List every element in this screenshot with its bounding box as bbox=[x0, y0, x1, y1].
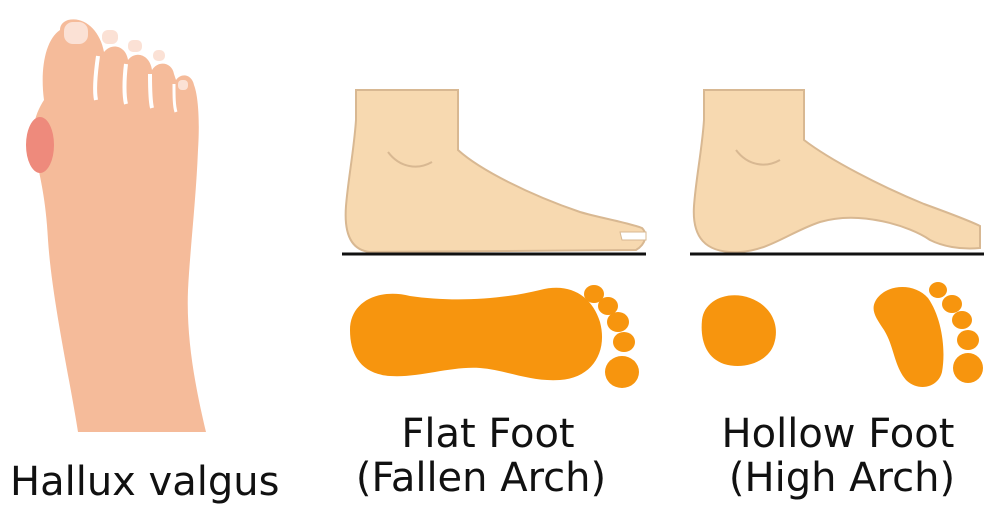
toe-nail bbox=[102, 30, 118, 44]
hollow-foot-panel: Hollow Foot (High Arch) bbox=[680, 0, 984, 506]
hollow-foot-caption: Hollow Foot bbox=[718, 414, 958, 454]
flat-foot-subcaption: (Fallen Arch) bbox=[346, 458, 616, 498]
hallux-valgus-caption: Hallux valgus bbox=[10, 462, 279, 502]
flat-sole-print bbox=[350, 288, 602, 380]
hallux-valgus-panel: Hallux valgus bbox=[0, 0, 330, 506]
toe-nail bbox=[153, 50, 165, 61]
toe-nail bbox=[128, 40, 142, 52]
hollow-forefoot-print bbox=[874, 287, 944, 387]
hollow-foot-subcaption: (High Arch) bbox=[722, 458, 962, 498]
bunion-highlight bbox=[26, 117, 54, 173]
flat-foot-caption: Flat Foot bbox=[388, 414, 588, 454]
big-toe-nail bbox=[64, 22, 88, 44]
flat-foot-panel: Flat Foot (Fallen Arch) bbox=[330, 0, 660, 506]
toe-nail bbox=[178, 80, 188, 90]
bunion-foot-icon bbox=[0, 0, 330, 506]
hollow-heel-print bbox=[702, 295, 776, 366]
